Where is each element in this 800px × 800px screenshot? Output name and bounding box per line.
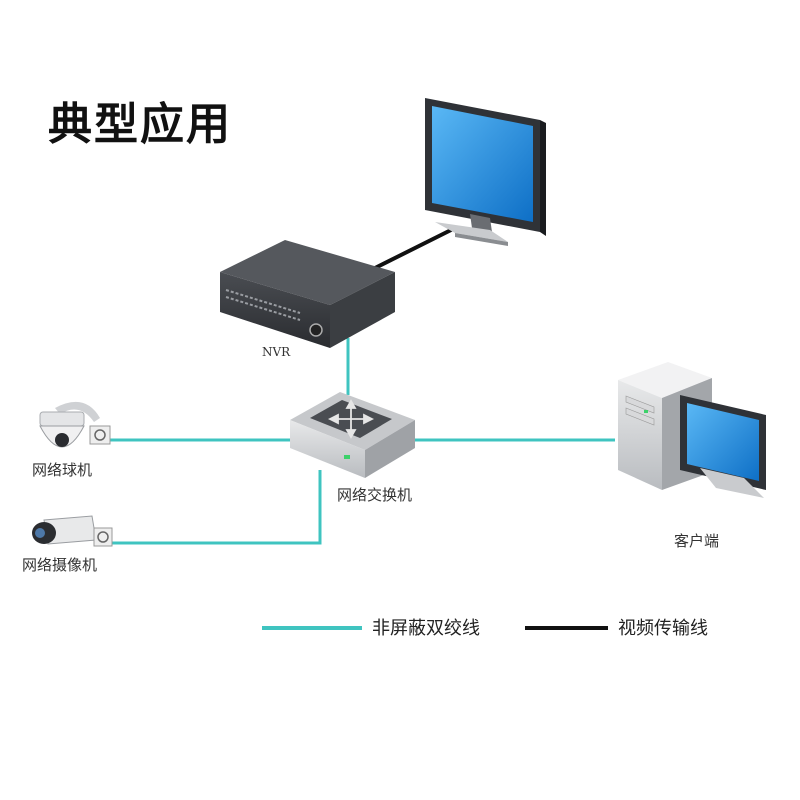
nvr-label: NVR (262, 345, 291, 359)
line-box-switch (110, 470, 322, 545)
monitor-icon (425, 98, 546, 246)
box-camera-label: 网络摄像机 (22, 556, 97, 574)
legend-utp-label: 非屏蔽双绞线 (372, 618, 480, 639)
box-camera-icon (32, 515, 113, 547)
nvr-icon (220, 240, 395, 348)
dome-camera-icon (39, 401, 111, 448)
legend: 非屏蔽双绞线 视频传输线 (262, 618, 708, 639)
page-title: 典型应用 (48, 99, 232, 150)
client-pc-icon (618, 362, 766, 498)
line-nvr-monitor (374, 226, 456, 270)
legend-video-label: 视频传输线 (618, 618, 708, 639)
dome-camera-label: 网络球机 (32, 461, 92, 479)
switch-label: 网络交换机 (337, 486, 412, 504)
utp-lines (110, 338, 615, 545)
client-label: 客户端 (674, 532, 719, 550)
switch-icon (290, 392, 415, 478)
